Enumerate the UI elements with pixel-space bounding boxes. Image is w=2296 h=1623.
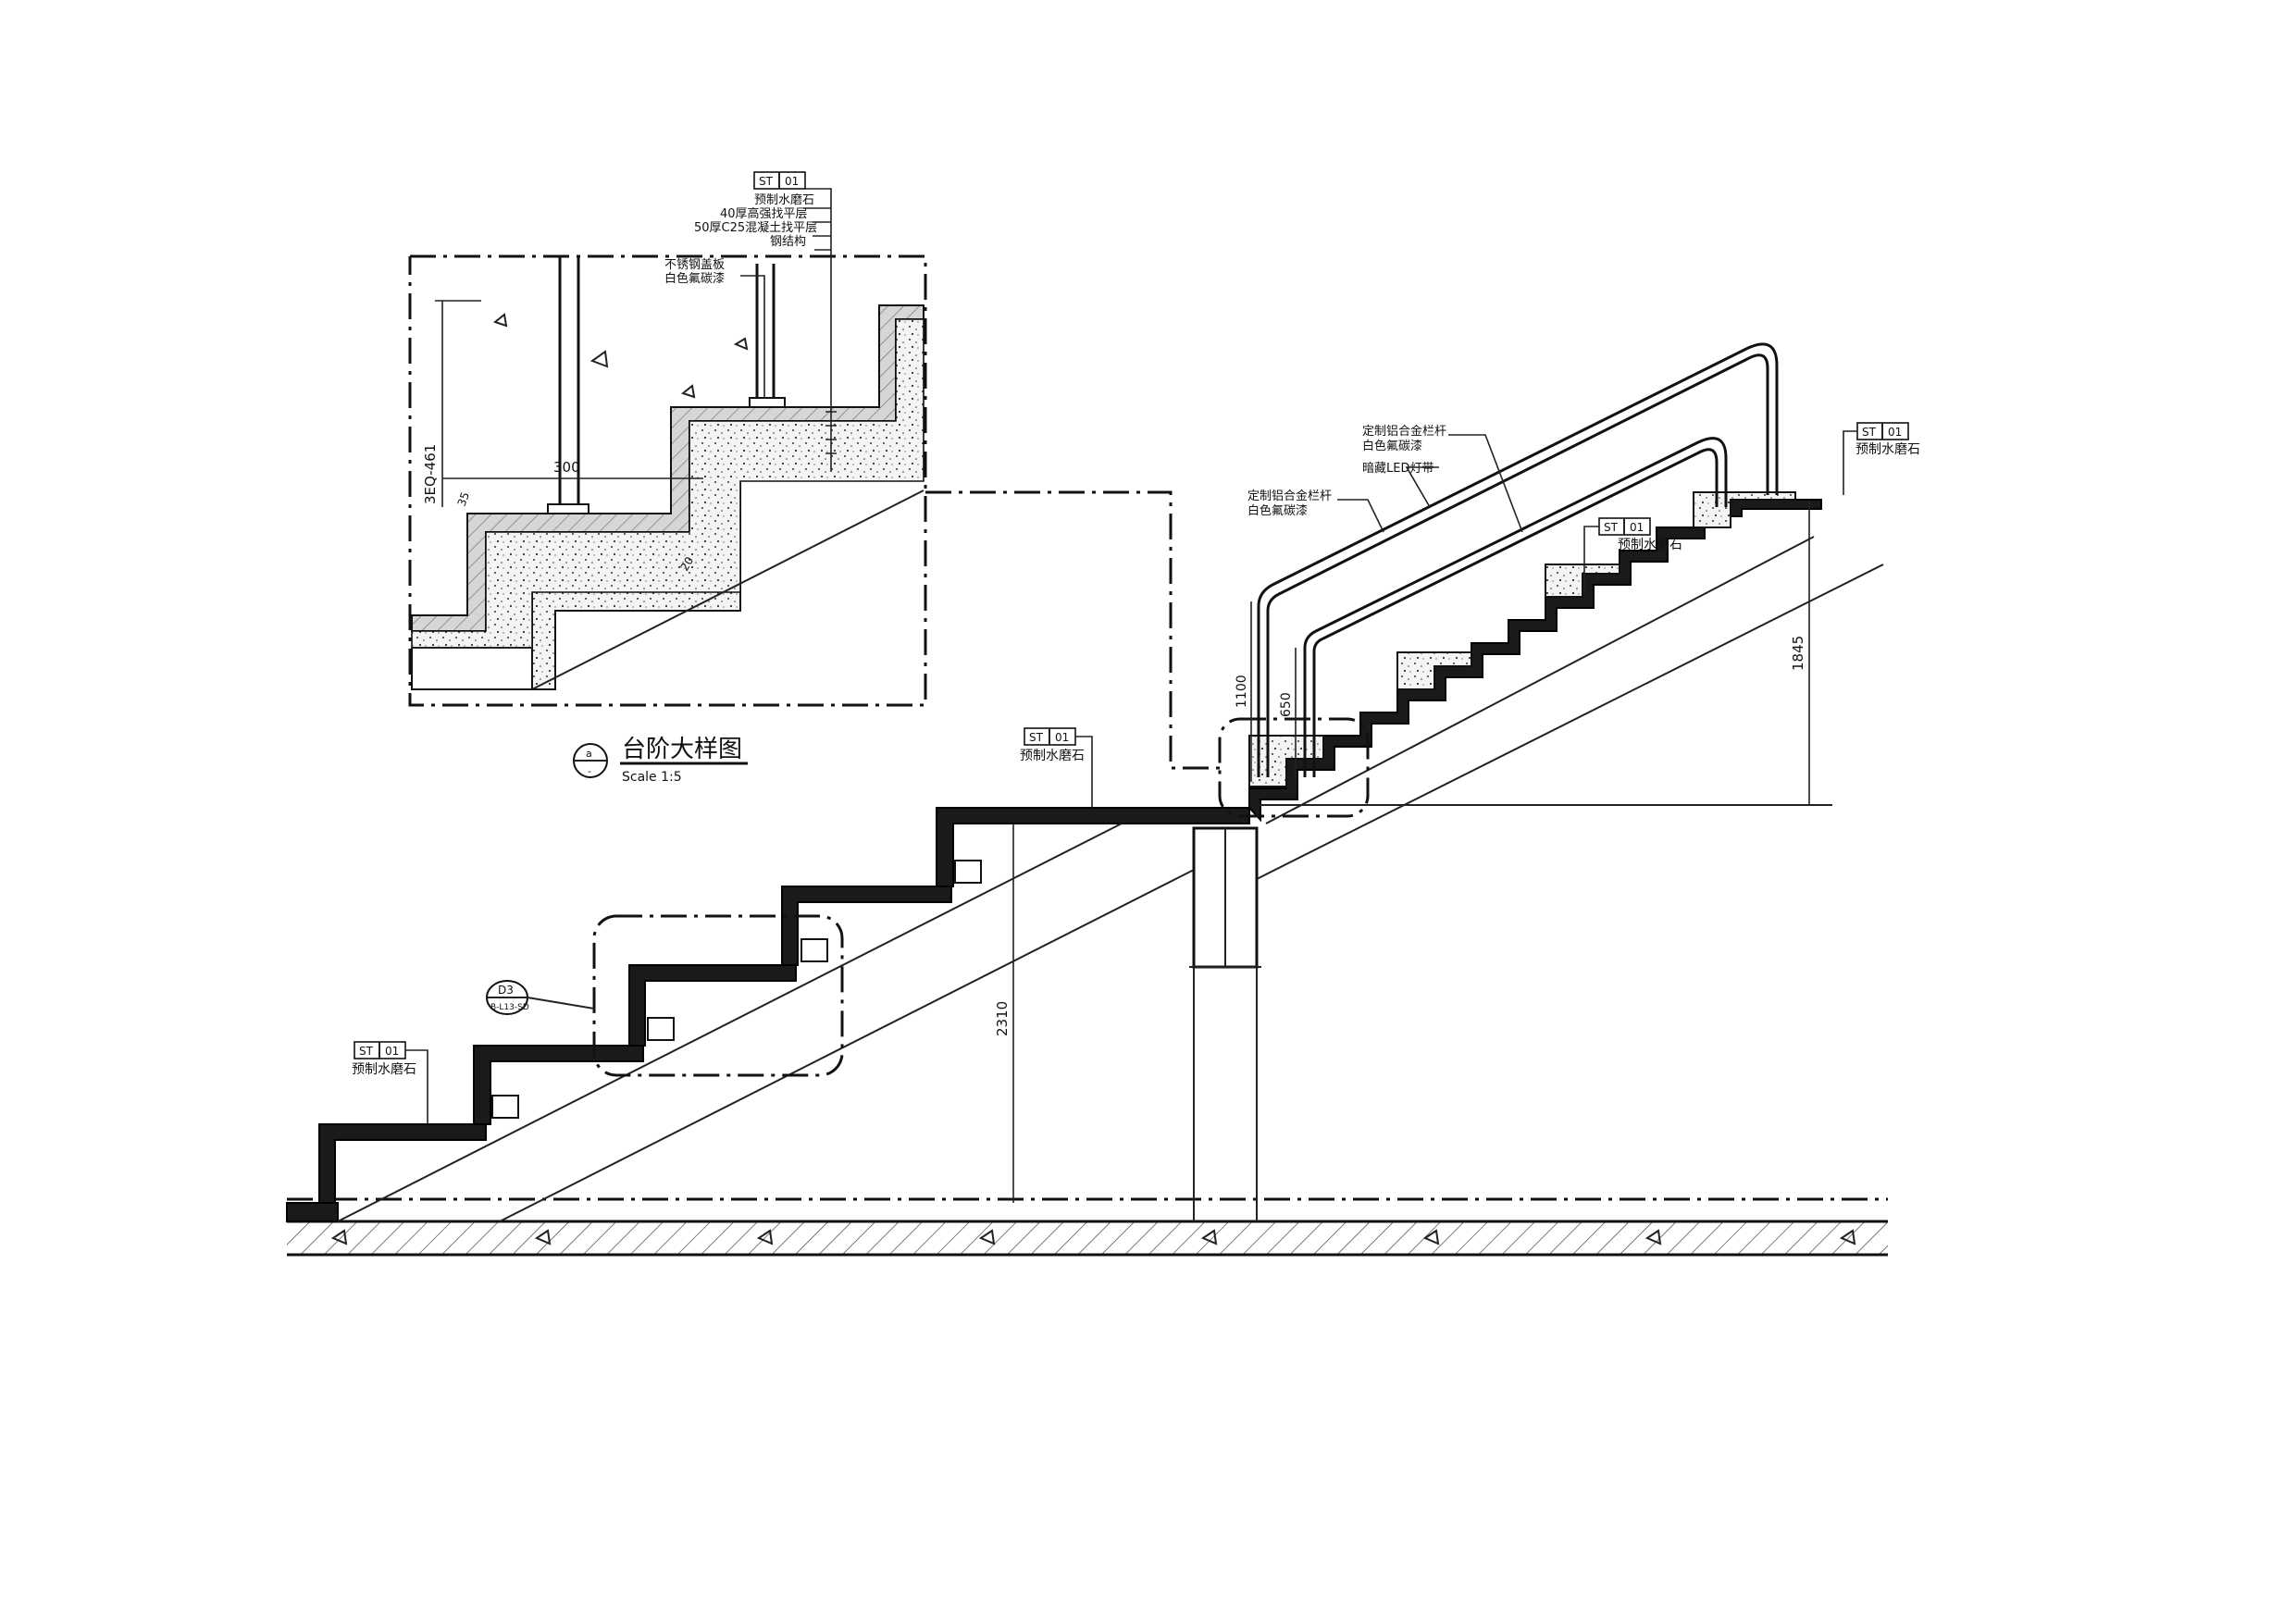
cover-note-1: 白色氟碳漆 [664,271,725,286]
step-light-1 [491,1095,519,1119]
material-tag-4-label: 预制水磨石 [1855,442,1920,457]
dim-height-text: 3EQ-461 [422,444,439,504]
stair-elevation: D3 B-L13-SD 2310 1845 1100 650 ST 01 预制水… [286,342,1920,1257]
floor-finish [286,1202,339,1222]
svg-text:01: 01 [1888,426,1902,439]
ground-hatch [287,1221,1888,1255]
leveling-layer [411,318,925,649]
callout-top: D3 [498,984,514,997]
railing-note-3b: 白色氟碳漆 [1247,503,1308,518]
ground-symbols [330,1229,1856,1245]
svg-text:01: 01 [385,1045,399,1058]
detail-callout-lower [592,914,844,1077]
handrail-outer [1257,342,1779,777]
detail-scale: Scale 1:5 [622,770,682,785]
svg-text:ST: ST [359,1045,374,1058]
svg-text:ST: ST [1029,731,1044,744]
soffit-lower-2 [499,869,1195,1222]
upper-stair [1248,499,1822,823]
concrete-symbols [492,313,749,399]
handrail-inner [1303,437,1728,777]
step-light-2 [647,1017,675,1041]
detail-connector [925,490,1220,770]
material-tag-4: ST 01 预制水磨石 [1843,422,1920,495]
dim-1845: 1845 [1790,636,1806,671]
step-light-3 [800,938,828,962]
step-detail: 3EQ-461 300 35 20 ST 01 预制水磨石 40厚高强找平层 5… [408,171,1220,785]
soffit-upper-1 [1265,536,1815,824]
detail-tag-num: 01 [785,175,799,188]
material-tag-2-label: 预制水磨石 [1020,749,1085,763]
material-tag-3-label: 预制水磨石 [1618,538,1682,552]
material-tag-1-label: 预制水磨石 [352,1062,416,1077]
material-tag-3: ST 01 预制水磨石 [1583,517,1682,592]
railing-note-1a: 定制铝合金栏杆 [1362,424,1446,439]
svg-text:01: 01 [1630,521,1644,534]
detail-layer-3: 钢结构 [770,235,806,249]
railing-note-2: 暗藏LED灯带 [1362,462,1433,476]
detail-symbol-letter: a [586,748,592,760]
dim-2310: 2310 [994,1001,1011,1036]
detail-callout-upper [1218,717,1370,818]
detail-layer-0: 预制水磨石 [754,193,814,207]
step-light-4 [954,860,982,884]
detail-tag-code: ST [759,175,774,188]
layer-leader [803,188,832,472]
step-4 [781,886,952,966]
cover-plate [749,397,786,408]
dim-small-text: 35 [455,490,472,508]
railing-note-1b: 白色氟碳漆 [1362,439,1422,453]
material-tag-1: ST 01 预制水磨石 [352,1041,428,1124]
svg-text:ST: ST [1862,426,1877,439]
detail-title: 台阶大样图 [622,736,742,763]
dim-width-text: 300 [553,459,580,476]
svg-text:ST: ST [1604,521,1619,534]
step-1 [318,1123,487,1204]
dim-small-text-2: 20 [677,554,696,573]
cover-note-leader [740,275,765,398]
post-base-plate [547,503,590,514]
detail-soffit [531,489,925,690]
landing [936,807,1250,887]
step-3 [628,964,797,1047]
cover-note-0: 不锈钢盖板 [664,258,725,272]
soffit-lower-1 [337,823,1123,1222]
step-2 [473,1045,644,1125]
dim-1100: 1100 [1235,675,1249,708]
callout-bottom: B-L13-SD [490,1003,529,1012]
dim-650: 650 [1279,692,1294,717]
detail-layer-2: 50厚C25混凝土找平层 [694,220,817,235]
railing-note-3a: 定制铝合金栏杆 [1247,489,1332,503]
detail-symbol-dash: - [588,765,591,777]
detail-layer-1: 40厚高强找平层 [720,206,808,221]
svg-text:01: 01 [1055,731,1069,744]
soffit-upper-2 [1256,564,1884,880]
material-tag-2: ST 01 预制水磨石 [1020,727,1093,808]
